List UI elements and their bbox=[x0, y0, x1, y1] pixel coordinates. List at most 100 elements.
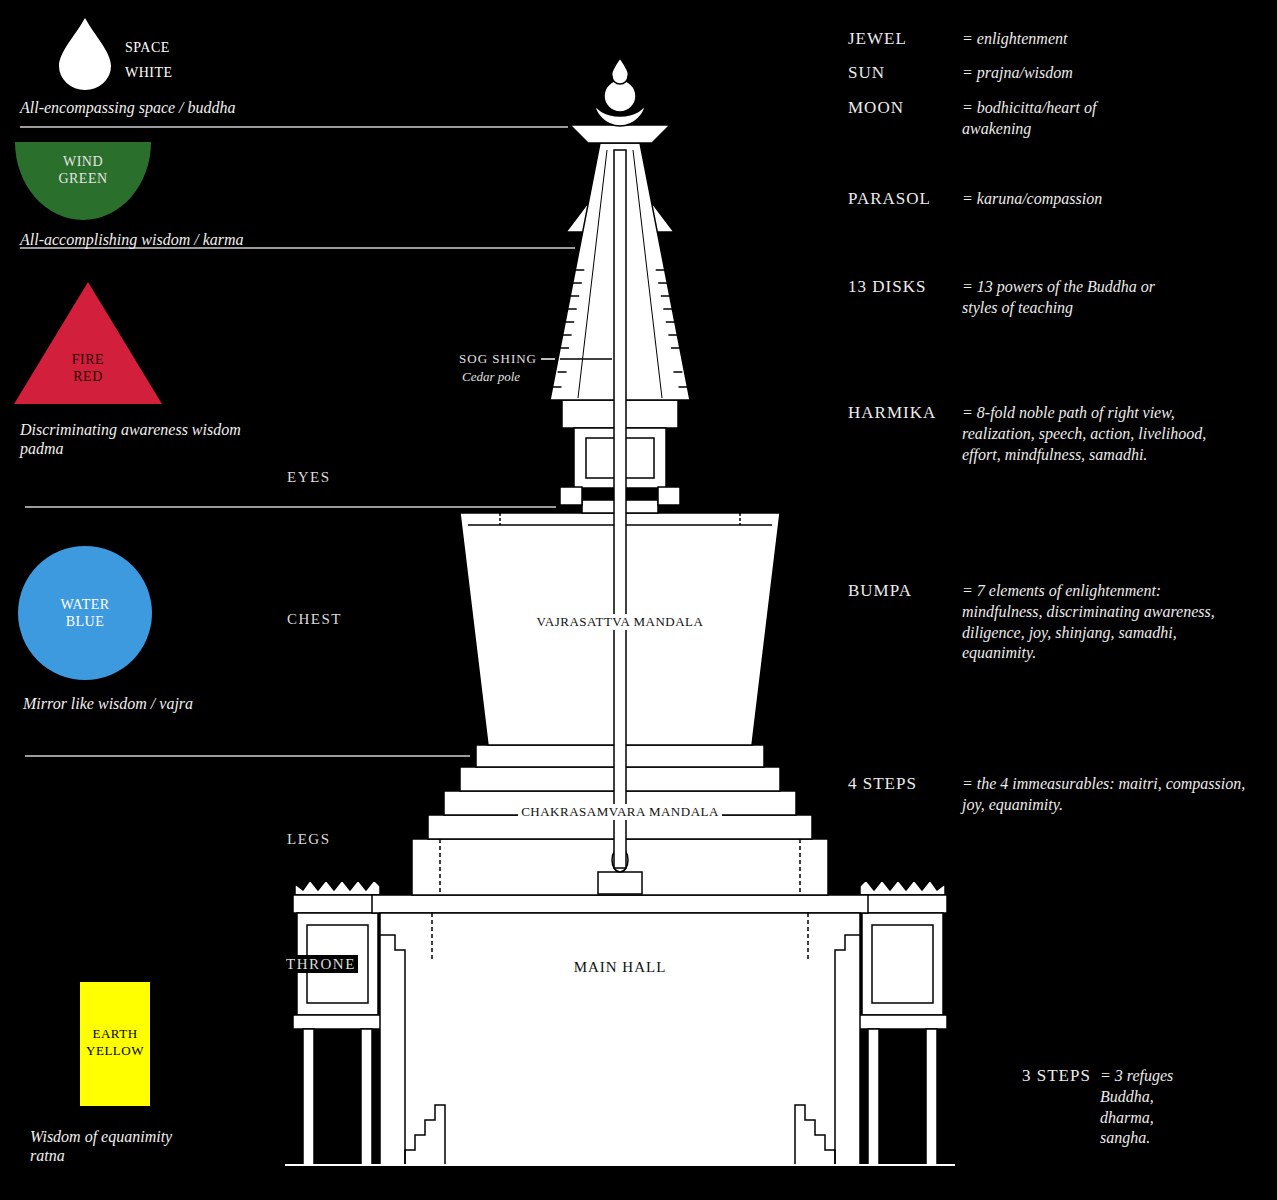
jewel-sun-moon bbox=[570, 125, 670, 143]
part-meaning: = 13 powers of the Buddha or styles of t… bbox=[962, 277, 1162, 319]
part-term: 4 STEPS bbox=[848, 773, 917, 794]
steps-shape bbox=[598, 872, 642, 894]
element-outline bbox=[18, 546, 152, 680]
part-meaning: = enlightenment bbox=[962, 29, 1252, 50]
main-hall-shape bbox=[372, 895, 868, 1165]
part-term: HARMIKA bbox=[848, 402, 936, 423]
element-shape bbox=[59, 18, 111, 90]
jewel-sun-moon bbox=[612, 58, 629, 84]
part-term: PARASOL bbox=[848, 188, 931, 209]
element-shape bbox=[18, 546, 152, 680]
part-meaning: = bodhicitta/heart of awakening bbox=[962, 98, 1152, 140]
right-porch bbox=[858, 880, 947, 1165]
left-porch bbox=[293, 895, 382, 913]
spire-shape bbox=[558, 371, 567, 373]
left-porch bbox=[361, 1029, 372, 1165]
spire-shape bbox=[663, 308, 672, 310]
part-term: JEWEL bbox=[848, 28, 907, 49]
ground-line bbox=[285, 1164, 955, 1166]
right-porch bbox=[858, 1015, 947, 1029]
part-meaning: = the 4 immeasurables: maitri, compassio… bbox=[962, 774, 1257, 816]
element-shape bbox=[15, 142, 151, 220]
spire-shape bbox=[666, 321, 675, 323]
spire-shape bbox=[656, 269, 665, 271]
element-triangle: FIRE REDDiscriminating awareness wisdom … bbox=[12, 280, 164, 406]
left-porch bbox=[295, 880, 380, 895]
spire-shape bbox=[658, 282, 667, 284]
right-porch bbox=[862, 913, 943, 1015]
element-shape bbox=[80, 982, 150, 1106]
leader-line bbox=[560, 358, 612, 360]
harmika-shape bbox=[658, 487, 680, 505]
element-wisdom: Wisdom of equanimity ratna bbox=[30, 1127, 195, 1165]
left-porch bbox=[303, 1029, 314, 1165]
right-porch bbox=[860, 880, 945, 895]
part-term: 13 DISKS bbox=[848, 276, 926, 297]
pole-label: Cedar pole bbox=[462, 369, 520, 385]
main-hall-shape bbox=[807, 913, 809, 960]
steps-shape bbox=[439, 839, 441, 895]
spire-shape bbox=[668, 334, 677, 336]
element-wisdom: All-accomplishing wisdom / karma bbox=[20, 230, 360, 249]
left-porch bbox=[293, 1015, 382, 1029]
level-rule bbox=[25, 506, 556, 508]
element-circle: WATER BLUEMirror like wisdom / vajra bbox=[18, 546, 152, 680]
right-porch bbox=[872, 925, 933, 1003]
steps-shape bbox=[799, 839, 801, 895]
harmika-shape bbox=[560, 487, 582, 505]
body-part-label: THRONE bbox=[284, 955, 358, 973]
main-hall-shape bbox=[380, 935, 405, 1165]
part-term: SUN bbox=[848, 62, 885, 83]
body-part-label: LEGS bbox=[285, 830, 333, 848]
spire-shape bbox=[553, 386, 562, 388]
jewel-sun-moon bbox=[594, 100, 646, 126]
main-hall-shape bbox=[405, 1105, 445, 1165]
spire-shape bbox=[673, 371, 682, 373]
element-outline bbox=[55, 16, 115, 92]
left-porch bbox=[293, 880, 382, 1165]
element-shape bbox=[14, 282, 162, 404]
spire-shape bbox=[560, 347, 569, 349]
element-outline bbox=[12, 280, 164, 406]
element-wisdom: Discriminating awareness wisdom padma bbox=[20, 420, 270, 458]
element-name: WIND GREEN bbox=[47, 153, 119, 188]
jewel-sun-moon bbox=[604, 80, 636, 112]
element-drop: SPACE WHITEAll-encompassing space / budd… bbox=[55, 16, 115, 92]
main-hall-shape bbox=[835, 935, 860, 1165]
element-square: EARTH YELLOWWisdom of equanimity ratna bbox=[80, 982, 150, 1106]
right-porch bbox=[868, 1029, 879, 1165]
part-term: 3 STEPS bbox=[1022, 1065, 1091, 1086]
part-term: BUMPA bbox=[848, 580, 912, 601]
part-meaning: = karuna/compassion bbox=[962, 189, 1252, 210]
level-rule bbox=[20, 126, 568, 128]
spire-shape bbox=[661, 295, 670, 297]
body-part-label: CHEST bbox=[285, 610, 344, 628]
leader-line bbox=[541, 358, 612, 360]
spire-shape bbox=[570, 295, 579, 297]
mandala-label: CHAKRASAMVARA MANDALA bbox=[518, 804, 722, 820]
spire-shape bbox=[563, 334, 572, 336]
part-meaning: = 7 elements of enlightenment: mindfulne… bbox=[962, 581, 1232, 664]
element-name: WATER BLUE bbox=[45, 596, 125, 631]
element-name: FIRE RED bbox=[58, 351, 118, 386]
spire-shape bbox=[565, 321, 574, 323]
main-hall-shape bbox=[380, 913, 860, 1165]
jewel-sun-moon bbox=[570, 58, 670, 143]
spire-shape bbox=[578, 150, 607, 398]
right-porch bbox=[858, 895, 947, 913]
hall-label: MAIN HALL bbox=[571, 958, 670, 976]
leader-line bbox=[541, 358, 555, 360]
main-hall-shape bbox=[795, 1105, 835, 1165]
part-meaning: = 3 refuges Buddha, dharma, sangha. bbox=[1100, 1066, 1205, 1149]
spire-shape bbox=[568, 308, 577, 310]
bumpa-shape bbox=[739, 513, 741, 525]
main-hall-shape bbox=[372, 895, 868, 913]
element-wisdom: Mirror like wisdom / vajra bbox=[23, 694, 343, 713]
part-meaning: = 8-fold noble path of right view, reali… bbox=[962, 403, 1207, 465]
level-rule bbox=[25, 755, 470, 757]
pole-label: SOG SHING bbox=[459, 351, 537, 367]
cedar-pole bbox=[614, 150, 626, 868]
